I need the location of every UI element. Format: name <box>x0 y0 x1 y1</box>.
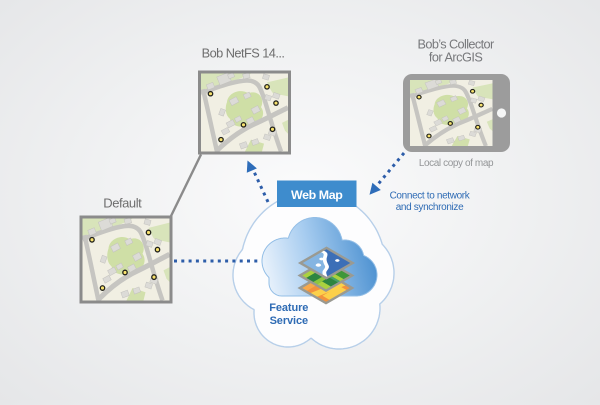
svg-text:and synchronize: and synchronize <box>396 202 464 213</box>
svg-text:for ArcGIS: for ArcGIS <box>429 50 483 64</box>
svg-text:Default: Default <box>103 195 142 210</box>
svg-text:Service: Service <box>270 315 308 327</box>
svg-text:Feature: Feature <box>269 302 308 314</box>
svg-text:Connect to network: Connect to network <box>390 191 471 202</box>
svg-text:Web Map: Web Map <box>291 188 343 202</box>
svg-text:Bob NetFS 14...: Bob NetFS 14... <box>202 45 285 60</box>
svg-text:Bob’s Collector: Bob’s Collector <box>418 37 495 51</box>
svg-text:Local copy of map: Local copy of map <box>419 158 494 169</box>
